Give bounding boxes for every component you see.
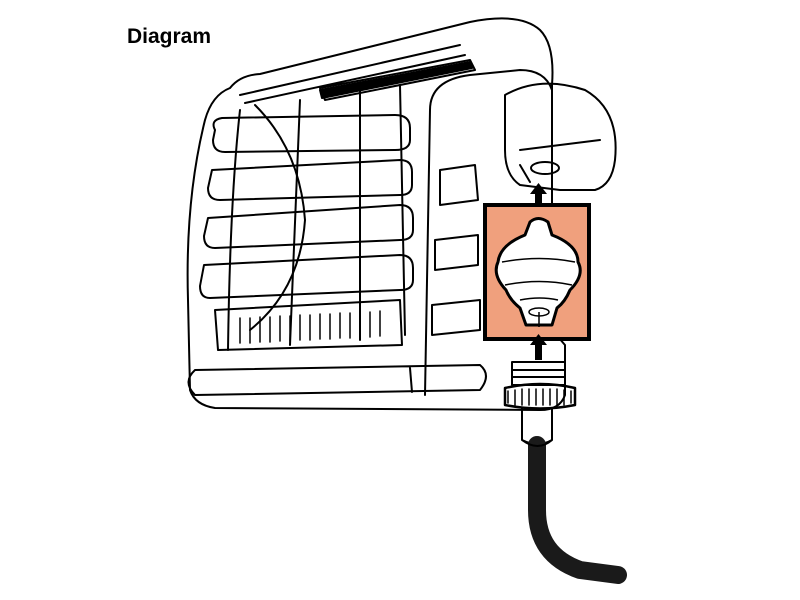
base-rail [187,364,487,396]
lower-vent [214,299,403,351]
diagram-title: Diagram [127,25,212,48]
right-housing [424,69,553,396]
arrow-up-icon [530,183,547,207]
arrow-up-icon [530,334,547,360]
front-guard-wires [199,84,414,351]
hose-fitting [503,361,577,445]
valve-hood [504,82,617,191]
inline-filter [494,217,582,327]
gas-hose [528,436,627,584]
